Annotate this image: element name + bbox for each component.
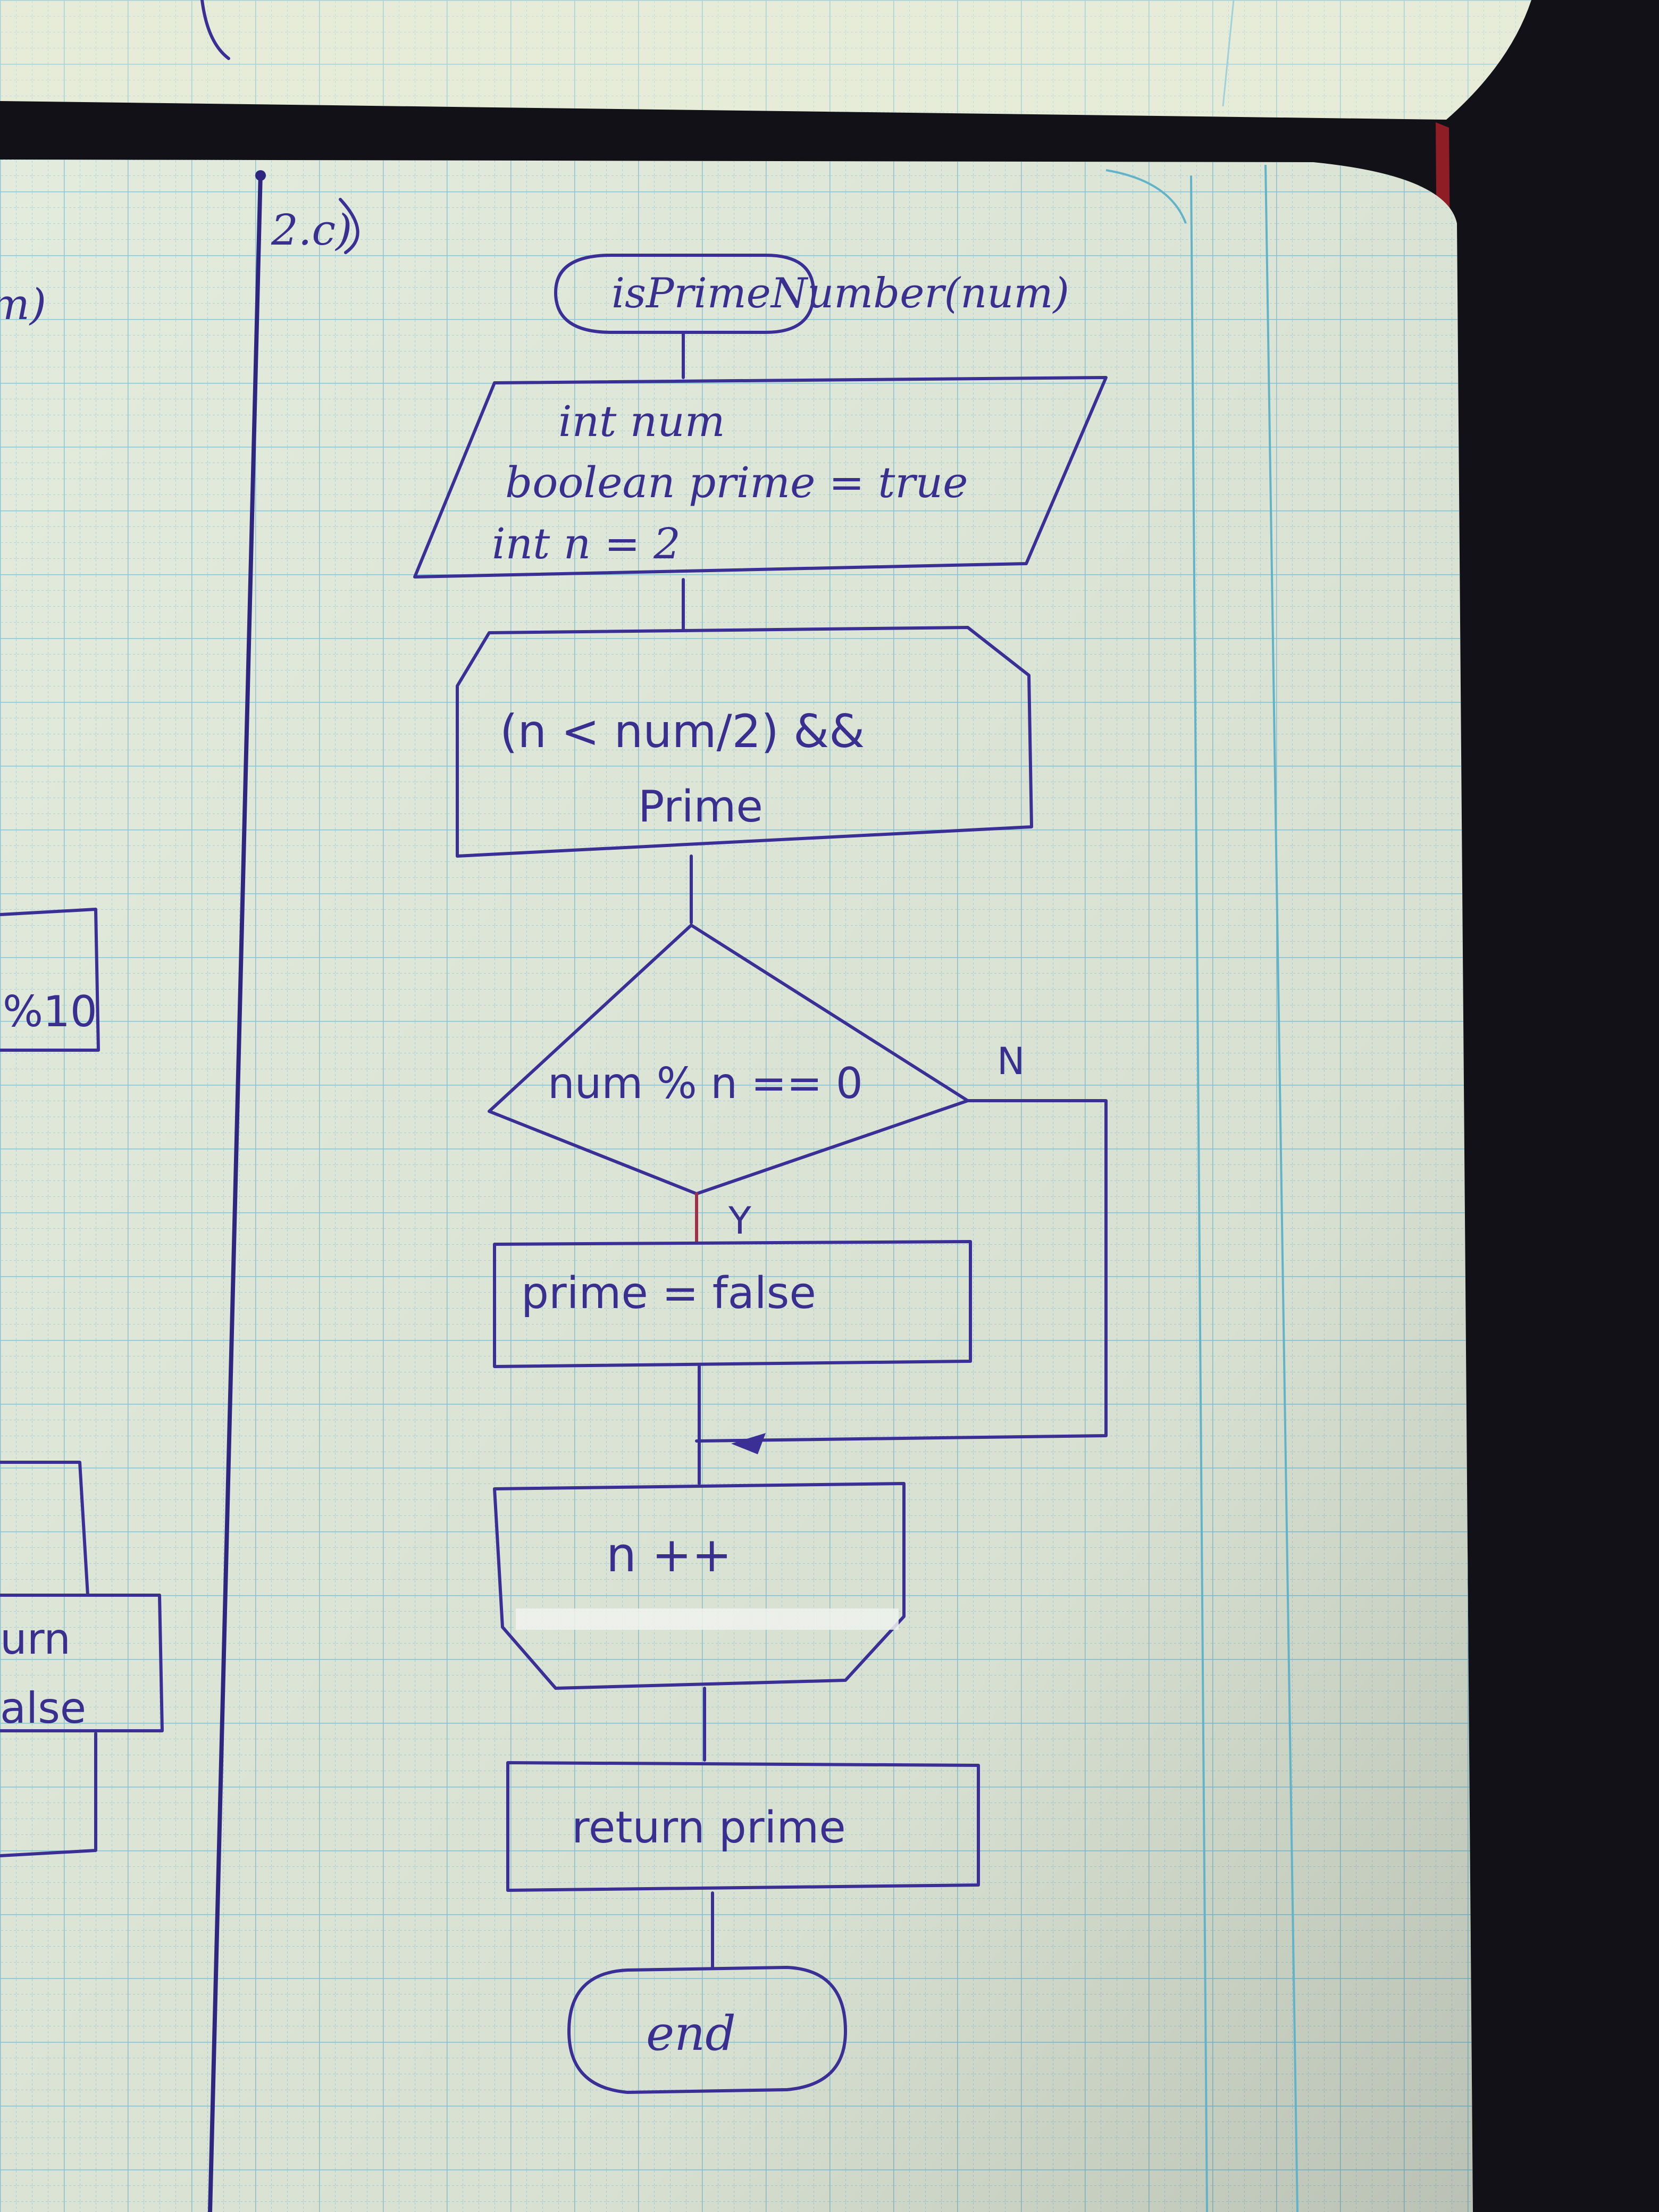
section-label-paren <box>339 198 359 254</box>
flowchart: isPrimeNumber(num) int num boolean prime… <box>413 254 1108 2094</box>
divider-dot <box>255 170 266 181</box>
start-label: isPrimeNumber(num) <box>611 270 1069 317</box>
assign-box <box>493 1240 972 1368</box>
no-branch-connector <box>695 1099 1108 1443</box>
section-divider-line <box>208 171 263 2212</box>
fragment-return-line2: alse <box>0 1683 86 1733</box>
fragment-return-line1: urn <box>0 1614 71 1664</box>
assign-label: prime = false <box>521 1268 816 1319</box>
merge-arrow <box>731 1433 766 1454</box>
declarations-box <box>413 376 1108 579</box>
loop-limit-box <box>456 626 1033 858</box>
declaration-3: int n = 2 <box>492 519 681 568</box>
loop-end-box <box>493 1482 906 1690</box>
left-fragments: m) %10 urn alse <box>0 280 164 1857</box>
decision-label: num % n == 0 <box>548 1059 863 1108</box>
section-label: 2.c) <box>271 205 352 255</box>
return-label: return prime <box>572 1803 846 1853</box>
increment-label: n ++ <box>606 1527 732 1583</box>
loop-condition-line2: Prime <box>638 782 763 832</box>
declaration-2: boolean prime = true <box>505 458 968 507</box>
loop-condition-line1: (n < num/2) && <box>500 705 865 758</box>
fragment-line-2 <box>0 1732 97 1857</box>
return-box <box>506 1761 980 1892</box>
fragment-top-text: m) <box>0 280 46 329</box>
eraser-mark <box>516 1608 899 1630</box>
fragment-mid-text: %10 <box>3 987 97 1036</box>
fragment-line-1 <box>0 1461 89 1597</box>
fragment-box-1 <box>0 908 100 1052</box>
previous-page-strip <box>0 0 1531 120</box>
declaration-1: int num <box>558 397 725 446</box>
notebook-page <box>0 160 1473 2212</box>
end-terminator <box>567 1966 847 2094</box>
branch-yes-label: Y <box>728 1199 751 1243</box>
branch-no-label: N <box>997 1040 1025 1083</box>
end-label: end <box>646 2006 736 2062</box>
start-terminator <box>554 254 815 334</box>
fragment-box-2 <box>0 1594 164 1732</box>
